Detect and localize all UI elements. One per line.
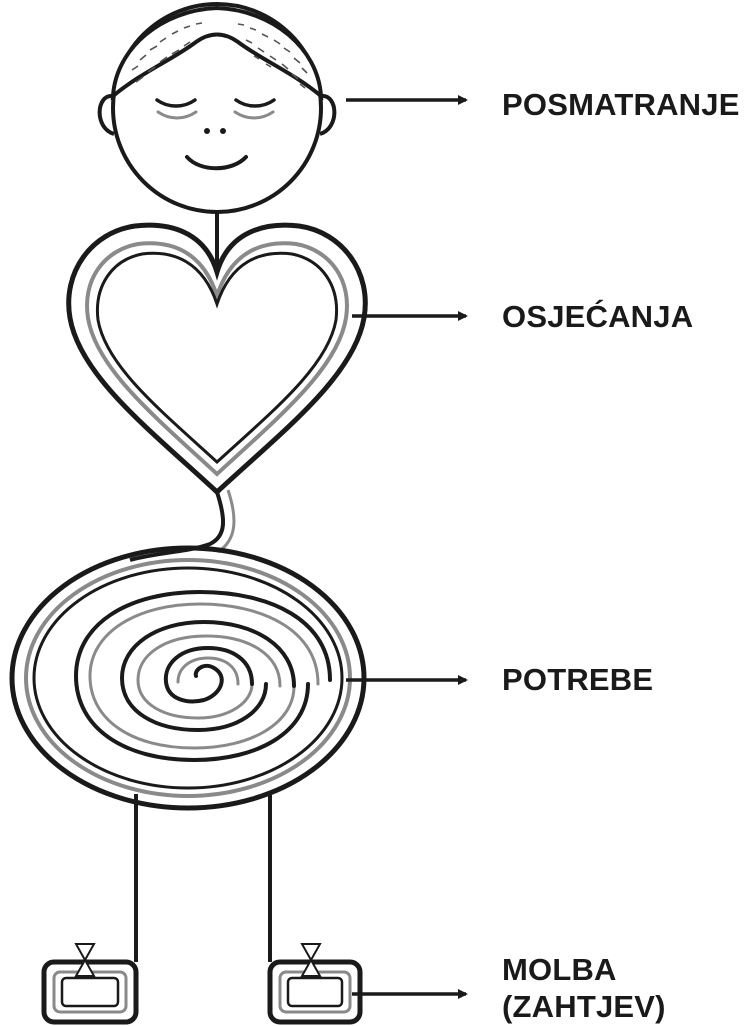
label-request-line2: (ZAHTJEV)	[502, 988, 666, 1025]
heart	[69, 225, 366, 492]
nose-left	[204, 128, 210, 134]
spiral-belly	[12, 548, 364, 808]
label-observation: POSMATRANJE	[502, 86, 740, 123]
nose-right	[220, 128, 226, 134]
right-shoe	[270, 944, 360, 1022]
label-request: MOLBA (ZAHTJEV)	[502, 951, 666, 1025]
head	[100, 4, 335, 212]
left-shoe	[44, 944, 136, 1022]
label-feelings: OSJEĆANJA	[502, 298, 693, 335]
arrows	[346, 100, 466, 994]
label-needs: POTREBE	[502, 661, 653, 698]
legs	[136, 794, 270, 962]
label-request-line1: MOLBA	[502, 951, 666, 988]
